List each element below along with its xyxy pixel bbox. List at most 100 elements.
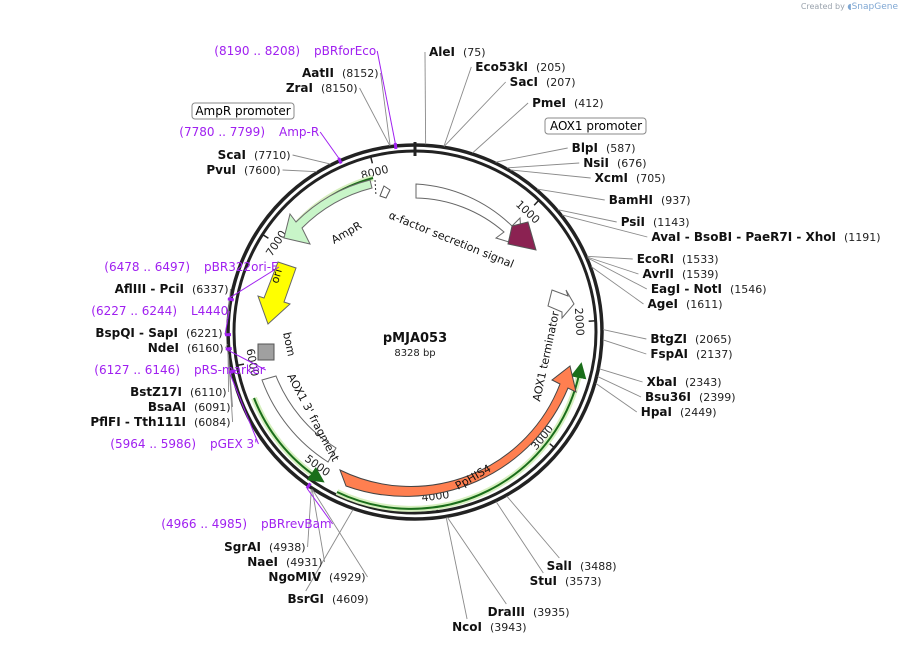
primer-name: pBRrevBam <box>261 517 332 531</box>
feature-shapes <box>257 179 577 497</box>
site-name: NdeI <box>148 341 179 355</box>
orf-aox-arrow <box>253 397 325 483</box>
site-leader <box>445 517 468 620</box>
primer-leader <box>319 131 340 159</box>
site-leader <box>597 376 642 398</box>
site-name: NcoI <box>452 620 482 634</box>
bom-feature <box>257 343 275 361</box>
site-position: (6221) <box>186 327 223 340</box>
site-name: BsaAI <box>148 400 186 414</box>
primer-leader <box>224 310 230 335</box>
site-name: BsrGI <box>287 592 324 606</box>
site-position: (3488) <box>580 560 617 573</box>
feature-boxes: AOX1 promoter AmpR promoter <box>191 102 647 135</box>
aox1-terminator-feature <box>547 289 575 320</box>
site-position: (207) <box>546 76 576 89</box>
site-name: EagI - NotI <box>651 282 722 296</box>
site-leader <box>587 256 639 275</box>
site-position: (4609) <box>332 593 369 606</box>
ampr-cut-line <box>374 179 377 197</box>
primer-leader <box>376 50 396 144</box>
primer-name: pBR322ori-F <box>204 260 278 274</box>
site-name: EcoRI <box>637 252 674 266</box>
site-position: (2137) <box>696 348 733 361</box>
site-name: BamHI <box>609 193 653 207</box>
primer-range: (4966 .. 4985) <box>161 517 247 531</box>
site-leader <box>472 102 529 154</box>
site-leader <box>227 353 234 408</box>
site-name: NsiI <box>583 156 609 170</box>
primer-leader <box>228 371 259 445</box>
site-name: AleI <box>429 45 455 59</box>
site-position: (3573) <box>565 575 602 588</box>
site-name: PmeI <box>532 96 566 110</box>
site-leader <box>307 488 312 548</box>
tick-mark <box>533 199 540 206</box>
site-position: (937) <box>661 194 691 207</box>
primer-name: Amp-R <box>279 125 319 139</box>
site-position: (6091) <box>194 401 231 414</box>
site-leader <box>226 288 232 320</box>
site-position: (4929) <box>329 571 366 584</box>
site-position: (8150) <box>321 82 358 95</box>
site-name: Eco53kI <box>475 60 528 74</box>
site-name: DraIII <box>488 605 525 619</box>
site-position: (75) <box>463 46 486 59</box>
tick-mark <box>262 233 269 239</box>
primer-range: (7780 .. 7799) <box>179 125 265 139</box>
site-position: (2449) <box>680 406 717 419</box>
primer-range: (5964 .. 5986) <box>110 437 196 451</box>
site-position: (4931) <box>286 556 323 569</box>
aox1-3-fragment-feature <box>261 375 337 463</box>
site-position: (6084) <box>194 416 231 429</box>
site-name: XcmI <box>595 171 628 185</box>
site-leader <box>227 351 230 393</box>
site-name: HpaI <box>641 405 672 419</box>
plasmid-length: 8328 bp <box>394 348 435 359</box>
site-name: FspAI <box>650 347 688 361</box>
ampr-promoter-box <box>191 102 295 120</box>
site-name: SgrAI <box>224 540 261 554</box>
site-name: AflIII - PciI <box>115 282 184 296</box>
primer-leader <box>227 266 280 300</box>
primer-name: pGEX 3' <box>210 437 257 451</box>
site-name: ScaI <box>218 148 246 162</box>
site-name: BlpI <box>572 141 598 155</box>
tick-label: 2000 <box>572 307 587 336</box>
leader-group <box>224 51 648 620</box>
site-position: (705) <box>636 172 666 185</box>
site-leader <box>602 329 647 340</box>
site-position: (205) <box>536 61 566 74</box>
site-name: BstZ17I <box>130 385 182 399</box>
site-name: PsiI <box>621 215 645 229</box>
primer-mark <box>393 142 398 150</box>
aox1-promoter-label: AOX1 promoter <box>550 119 642 133</box>
site-position: (7600) <box>244 164 281 177</box>
primer-range: (6227 .. 6244) <box>91 304 177 318</box>
orf-his4-arrow <box>336 362 587 510</box>
site-name: AatII <box>302 66 334 80</box>
site-leader <box>587 255 633 260</box>
ori-label: ori <box>268 267 284 284</box>
site-leader <box>443 81 506 147</box>
site-position: (1191) <box>844 231 881 244</box>
site-name: SacI <box>510 75 538 89</box>
site-leader <box>587 257 648 290</box>
site-position: (1611) <box>686 298 723 311</box>
site-position: (6110) <box>190 386 227 399</box>
site-leader <box>282 169 317 173</box>
site-leader <box>602 339 647 355</box>
site-leader <box>312 489 368 578</box>
site-leader <box>225 343 228 349</box>
site-position: (1143) <box>653 216 690 229</box>
site-leader <box>506 162 580 169</box>
site-name: PflFI - Tth111I <box>90 415 186 429</box>
site-name: BtgZI <box>650 332 687 346</box>
snapgene-credit: Created by ◖SnapGene <box>801 2 898 12</box>
credit-prefix: Created by <box>800 2 845 11</box>
site-position: (587) <box>606 142 636 155</box>
pphis4-feature <box>339 365 577 497</box>
site-leader <box>311 489 326 563</box>
primer-name: pBRforEco <box>314 44 376 58</box>
primer-leader <box>225 348 266 371</box>
